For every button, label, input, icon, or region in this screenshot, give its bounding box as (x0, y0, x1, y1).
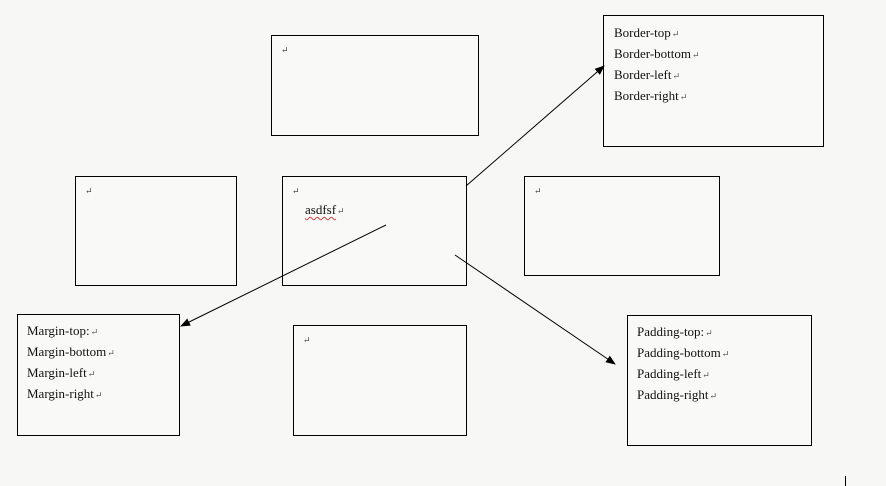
paragraph-mark: ↵ (534, 186, 542, 196)
bottom-box: ↵ (293, 325, 467, 436)
arrow-to-padding (454, 254, 616, 365)
border-bottom-label: Border-bottom↵ (614, 46, 700, 61)
margin-top-label: Margin-top:↵ (27, 323, 99, 338)
padding-list: Padding-top:↵ Padding-bottom↵ Padding-le… (637, 322, 729, 406)
padding-right-label: Padding-right↵ (637, 387, 718, 402)
padding-box: Padding-top:↵ Padding-bottom↵ Padding-le… (627, 315, 812, 446)
paragraph-mark: ↵ (85, 186, 93, 196)
top-box: ↵ (271, 35, 479, 136)
paragraph-mark: ↵ (303, 335, 311, 345)
padding-left-label: Padding-left↵ (637, 366, 710, 381)
arrow-to-margin (180, 224, 387, 327)
padding-top-label: Padding-top:↵ (637, 324, 713, 339)
paragraph-mark: ↵ (292, 186, 300, 196)
border-right-label: Border-right↵ (614, 88, 688, 103)
paragraph-mark: ↵ (281, 45, 289, 55)
margin-box: Margin-top:↵ Margin-bottom↵ Margin-left↵… (17, 314, 180, 436)
padding-bottom-label: Padding-bottom↵ (637, 345, 730, 360)
border-top-label: Border-top↵ (614, 25, 680, 40)
text-cursor (845, 476, 846, 486)
margin-left-label: Margin-left↵ (27, 365, 96, 380)
center-text: asdfsf↵ (305, 202, 345, 217)
margin-right-label: Margin-right↵ (27, 386, 103, 401)
right-box: ↵ (524, 176, 720, 276)
margin-list: Margin-top:↵ Margin-bottom↵ Margin-left↵… (27, 321, 115, 405)
margin-bottom-label: Margin-bottom↵ (27, 344, 115, 359)
border-box: Border-top↵ Border-bottom↵ Border-left↵ … (603, 15, 824, 147)
border-list: Border-top↵ Border-bottom↵ Border-left↵ … (614, 23, 700, 107)
center-text-value: asdfsf (305, 202, 337, 217)
left-box: ↵ (75, 176, 237, 286)
arrow-to-border (465, 65, 605, 187)
border-left-label: Border-left↵ (614, 67, 681, 82)
